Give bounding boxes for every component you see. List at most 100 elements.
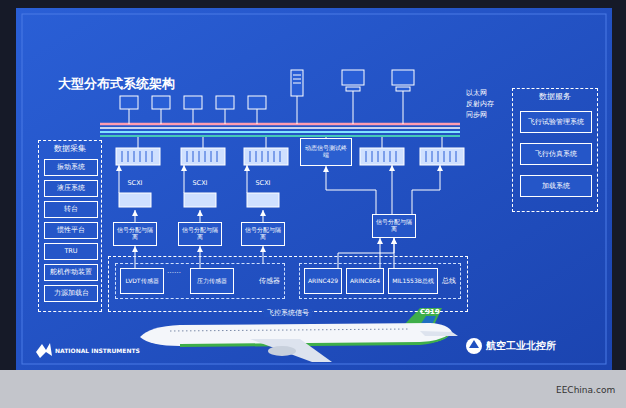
monitor-icons: [193, 109, 194, 124]
service-box: 加载系统: [520, 175, 592, 197]
watermark: EEChina.com: [556, 386, 615, 396]
aircraft: [170, 329, 410, 331]
scxi-module: SCXI: [241, 180, 285, 210]
chassis-slots: [372, 151, 373, 162]
bus-box: MIL1553B总线: [388, 268, 438, 294]
panel-box: 数据服务飞行试验管理系统飞行仿真系统加载系统: [512, 88, 598, 212]
chassis-slots: [438, 151, 439, 162]
chassis-slots: [366, 151, 367, 162]
node-label: 传感器: [259, 277, 280, 285]
network-label: 以太网: [466, 90, 487, 98]
server-icon: [297, 96, 298, 124]
signal-region: 飞控系统信号传感器LVDT传感器压力传感器总线ARINC429ARINC664M…: [108, 256, 468, 312]
pxi-chassis: [442, 137, 443, 148]
workstation-icons: [342, 70, 414, 124]
chassis-slots: [128, 151, 129, 162]
aircraft: [268, 346, 296, 356]
node-label: 舵机作动装置: [50, 269, 92, 276]
pxi-chassis: [203, 137, 204, 148]
source-box: 惯性平台: [44, 222, 98, 239]
network-bus: [100, 135, 460, 137]
source-box: 液压系统: [44, 180, 98, 197]
institute-name: 航空工业北控所: [486, 340, 556, 351]
workstation-icons: [392, 70, 414, 85]
network-bus: [100, 124, 460, 136]
scxi-icons: [247, 193, 279, 207]
chassis-slots: [187, 151, 188, 162]
monitor-icons: [152, 96, 170, 109]
scxi-icons: [119, 193, 151, 207]
bus-box: ARINC664: [346, 268, 384, 294]
node-label: 飞行仿真系统: [535, 150, 577, 158]
scxi-module: SCXI: [178, 180, 222, 210]
chassis-links: [119, 165, 440, 214]
chassis-slots: [250, 151, 251, 162]
chassis-slots: [426, 151, 427, 162]
sensor-box: 压力传感器: [190, 268, 234, 294]
aircraft-model: C919: [420, 309, 440, 317]
signal-arrow: [263, 210, 264, 222]
chassis-slots: [378, 151, 379, 162]
server-icon: [291, 70, 303, 96]
signal-box: 信号分配与隔离: [372, 214, 416, 238]
workstation-icons: [403, 91, 404, 124]
node-label: 信号分配与隔离: [181, 227, 219, 241]
node-label: 数据服务: [513, 92, 597, 101]
screen: [16, 8, 612, 370]
node-label: ARINC429: [308, 278, 338, 285]
node-label: ARINC664: [350, 278, 380, 285]
node-label: SCXI: [241, 180, 285, 187]
chassis-slots: [256, 151, 257, 162]
signal-arrow: [263, 246, 264, 263]
signal-arrow: [326, 166, 376, 214]
avic-logo: [469, 340, 479, 348]
source-box: 振动系统: [44, 159, 98, 176]
node-label: 信号分配与隔离: [116, 227, 154, 241]
workstation-icons: [346, 87, 360, 91]
sensor-box: LVDT传感器: [120, 268, 164, 294]
pxi-chassis: [116, 137, 464, 165]
source-box: 力源加载台: [44, 285, 98, 302]
node-label: SCXI: [178, 180, 222, 187]
service-box: 飞行试验管理系统: [520, 111, 592, 133]
scxi-icons: [119, 193, 279, 207]
aircraft: [404, 308, 442, 325]
bus-group: 总线ARINC429ARINC664MIL1553B总线: [299, 263, 461, 299]
avic-logo: [466, 338, 482, 354]
chassis-links: [247, 165, 248, 193]
diagram-title: 大型分布式系统架构: [58, 75, 175, 93]
node-label: MIL1553B总线: [392, 278, 434, 285]
signal-box: 信号分配与隔离: [113, 222, 157, 246]
signal-arrow: [200, 210, 201, 222]
monitor-icons: [225, 109, 226, 124]
monitor-icons: [120, 96, 138, 109]
node-label: TRU: [64, 248, 77, 255]
network-label: 反射内存: [466, 101, 494, 109]
monitor-icons: [216, 96, 234, 109]
floor: [0, 370, 626, 408]
node-label: 飞控系统信号: [264, 309, 312, 317]
signal-box: 信号分配与隔离: [241, 222, 285, 246]
network-label: 同步网: [466, 112, 487, 120]
chassis-slots: [205, 151, 206, 162]
aircraft: [140, 308, 458, 362]
service-box: 飞行仿真系统: [520, 143, 592, 165]
chassis-slots: [274, 151, 275, 162]
node-label: 加载系统: [542, 182, 570, 190]
chassis-slots: [262, 151, 263, 162]
server-icon: [293, 75, 301, 76]
node-label: 数据采集: [39, 144, 101, 153]
ellipsis-mark: ……: [167, 268, 181, 276]
chassis-slots: [450, 151, 451, 162]
workstation-icons: [353, 91, 354, 124]
pxi-chassis: [382, 137, 383, 148]
pxi-chassis: [244, 148, 288, 165]
node-label: 振动系统: [57, 164, 85, 171]
ni-logo: [36, 343, 52, 358]
node-label: 动态信号测试终端: [303, 145, 349, 159]
pxi-chassis: [360, 148, 404, 165]
scxi-icons: [184, 193, 216, 207]
pxi-chassis: [138, 137, 139, 148]
chassis-slots: [152, 151, 153, 162]
